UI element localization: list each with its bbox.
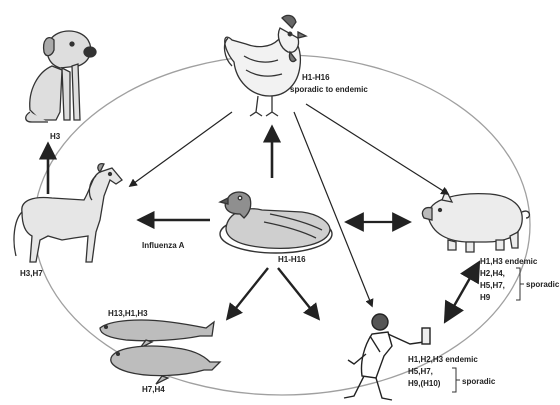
pig-icon [422,190,529,252]
arrow-chicken-to-horse [130,112,232,186]
seal-label-1: H13,H1,H3 [108,309,148,318]
horse-icon [14,164,122,262]
arrow-chicken-to-human [294,112,372,306]
dog-label: H3 [50,132,61,141]
duck-label: H1-H16 [278,255,306,264]
pig-label-2: H2,H4, [480,269,505,278]
seal-icon [100,320,220,384]
human-sporadic-bracket [452,368,460,392]
chicken-icon [225,15,306,116]
chicken-label-1: H1-H16 [302,73,330,82]
human-sporadic-label: sporadic [462,377,496,386]
human-label-1: H1,H2,H3 endemic [408,355,478,364]
seal-label-2: H7,H4 [142,385,165,394]
pig-label-1: H1,H3 endemic [480,257,538,266]
pig-label-4: H9 [480,293,491,302]
influenza-a-label: Influenza A [142,241,185,250]
arrow-pig-human [446,264,478,320]
human-label-2: H5,H7, [408,367,433,376]
horse-label: H3,H7 [20,269,43,278]
pig-label-3: H5,H7, [480,281,505,290]
pig-sporadic-bracket [516,268,524,300]
human-label-3: H9,(H10) [408,379,441,388]
arrow-chicken-to-pig [306,104,448,194]
dog-icon [26,31,96,122]
pig-sporadic-label: sporadic [526,280,560,289]
arrow-duck-to-human-direction [278,268,318,318]
arrow-duck-to-seals [228,268,268,318]
duck-icon [220,192,332,253]
chicken-label-2: sporadic to endemic [290,85,368,94]
